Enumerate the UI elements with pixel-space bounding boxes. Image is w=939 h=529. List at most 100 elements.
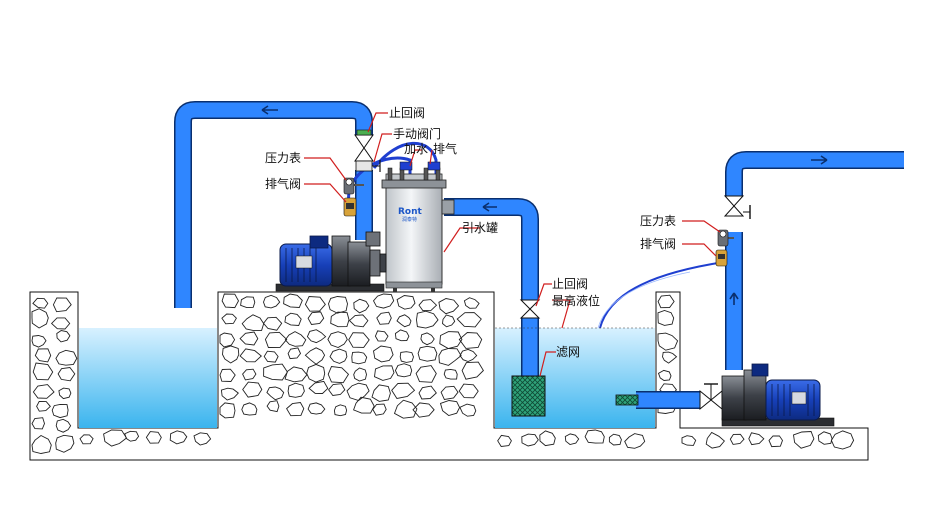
stone bbox=[768, 435, 784, 448]
stone bbox=[306, 329, 327, 344]
stone bbox=[327, 366, 350, 384]
stone bbox=[348, 314, 369, 328]
label-check-valve-top: 止回阀 bbox=[389, 106, 425, 120]
stone bbox=[817, 431, 833, 445]
stone bbox=[262, 316, 283, 331]
stone bbox=[304, 347, 326, 365]
left-water-pool bbox=[79, 328, 217, 428]
stone bbox=[307, 311, 325, 325]
stone bbox=[461, 361, 484, 380]
stone bbox=[657, 310, 675, 326]
label-pressure-gauge-left: 压力表 bbox=[265, 151, 301, 165]
stone bbox=[286, 402, 305, 417]
stone bbox=[394, 363, 413, 378]
stone bbox=[31, 434, 52, 454]
stone bbox=[353, 298, 370, 314]
stone bbox=[412, 402, 435, 418]
label-max-level: 最高液位 bbox=[552, 293, 600, 308]
stone bbox=[372, 293, 395, 309]
stone bbox=[51, 403, 69, 419]
vent-valve-right bbox=[715, 249, 728, 267]
stone bbox=[662, 351, 678, 364]
horizontal-strainer bbox=[615, 394, 639, 406]
stone bbox=[124, 430, 140, 442]
check-valve-mid bbox=[519, 299, 541, 319]
stone bbox=[55, 418, 72, 433]
stone bbox=[55, 434, 75, 453]
stone bbox=[36, 400, 51, 412]
check-valve-right bbox=[723, 195, 751, 219]
stone bbox=[330, 311, 350, 328]
stone bbox=[539, 430, 556, 447]
stone bbox=[376, 311, 392, 325]
stone bbox=[219, 402, 236, 419]
stone bbox=[372, 403, 387, 416]
label-exhaust: 排气 bbox=[433, 141, 457, 156]
stone bbox=[266, 386, 285, 401]
manual-valve-top bbox=[355, 160, 381, 172]
stone bbox=[353, 367, 367, 382]
stone bbox=[263, 350, 279, 363]
stone bbox=[284, 366, 308, 383]
stone bbox=[31, 335, 47, 348]
stone bbox=[657, 332, 679, 351]
stone bbox=[442, 314, 456, 328]
stone bbox=[221, 293, 240, 309]
left-pump bbox=[275, 231, 387, 292]
stone bbox=[396, 295, 416, 310]
stone bbox=[221, 313, 237, 325]
right-suction-valve bbox=[699, 383, 723, 411]
stone bbox=[393, 399, 418, 419]
stone bbox=[399, 351, 414, 363]
label-filter: 滤网 bbox=[556, 345, 580, 359]
label-vent-valve-right: 排气阀 bbox=[640, 236, 676, 251]
stone bbox=[193, 432, 212, 446]
stone bbox=[443, 368, 458, 380]
label-manual-valve: 手动阀门 bbox=[393, 126, 441, 141]
label-pressure-gauge-right: 压力表 bbox=[640, 214, 676, 228]
label-priming-tank: 引水罐 bbox=[462, 221, 498, 235]
label-fill-water: 加水 bbox=[404, 142, 428, 156]
stone bbox=[458, 332, 483, 349]
stone bbox=[50, 317, 71, 330]
stone bbox=[241, 314, 265, 331]
stone bbox=[353, 396, 375, 414]
stone bbox=[729, 433, 745, 445]
stone bbox=[103, 429, 128, 447]
stone bbox=[284, 331, 307, 347]
stone-foundation bbox=[29, 291, 869, 461]
stone bbox=[830, 430, 855, 450]
vent-valve-left bbox=[343, 197, 357, 217]
pipes bbox=[174, 101, 904, 409]
stone bbox=[438, 348, 462, 366]
stone bbox=[32, 362, 54, 381]
stone bbox=[459, 348, 478, 362]
vent-hose bbox=[599, 261, 725, 329]
stone bbox=[55, 349, 78, 366]
stone bbox=[681, 435, 697, 446]
stone bbox=[418, 385, 437, 400]
stone bbox=[440, 385, 459, 401]
stone bbox=[306, 363, 326, 383]
stone bbox=[56, 330, 71, 343]
pressure-gauge-left bbox=[343, 177, 364, 195]
stone bbox=[521, 433, 539, 447]
stone bbox=[52, 297, 72, 313]
stone bbox=[657, 294, 675, 309]
stone bbox=[220, 387, 239, 401]
stone bbox=[219, 332, 236, 348]
stone bbox=[32, 384, 55, 399]
stone bbox=[458, 383, 479, 399]
stone bbox=[624, 433, 646, 449]
stone bbox=[439, 331, 463, 349]
stone bbox=[283, 293, 303, 308]
pressure-gauge-right bbox=[717, 229, 734, 247]
stone bbox=[420, 332, 435, 346]
stone bbox=[705, 431, 726, 449]
stone bbox=[391, 382, 416, 399]
stone bbox=[456, 312, 482, 328]
stone bbox=[438, 298, 460, 315]
stone bbox=[497, 434, 512, 447]
stone bbox=[463, 297, 480, 309]
